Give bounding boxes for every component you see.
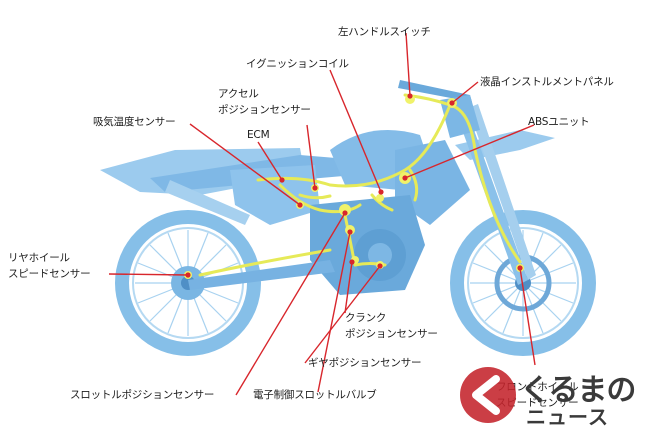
label-crank-position-sensor-line1: クランク (345, 312, 387, 324)
logo-emblem-icon (460, 367, 516, 423)
label-electronic-throttle-valve: 電子制御スロットルバルブ (253, 389, 377, 401)
label-front-wheel-speed-sensor-line1: フロントホイール (496, 381, 579, 393)
radiator-shroud (395, 140, 470, 225)
label-ecm: ECM (247, 129, 270, 141)
logo-text-sub: ニュース (526, 405, 609, 429)
label-rear-wheel-speed-sensor-line2: スピードセンサー (8, 268, 91, 280)
leader-dots (185, 93, 523, 278)
label-rear-wheel-speed-sensor-line1: リヤホイール (8, 252, 70, 264)
label-accel-position-sensor-line2: ポジションセンサー (218, 104, 311, 116)
handlebar (398, 80, 472, 102)
kurumanonews-logo: くるまの ニュース (456, 359, 646, 431)
leader-lines (108, 32, 536, 396)
exhaust (165, 180, 250, 225)
logo-text-main: くるまの (520, 373, 636, 408)
label-accel-position-sensor-line1: アクセル (218, 88, 259, 100)
label-front-wheel-speed-sensor-line2: スピードセンサー (496, 397, 579, 409)
label-gear-position-sensor: ギヤポジションセンサー (308, 357, 422, 369)
front-wheel (450, 210, 596, 356)
label-lcd-instrument-panel: 液晶インストルメントパネル (480, 76, 614, 88)
label-left-handle-switch: 左ハンドルスイッチ (338, 26, 431, 38)
label-crank-position-sensor-line2: ポジションセンサー (345, 328, 438, 340)
label-throttle-position-sensor: スロットルポジションセンサー (70, 389, 215, 401)
label-intake-air-temp-sensor: 吸気温度センサー (93, 116, 176, 128)
label-ignition-coil: イグニッションコイル (246, 58, 349, 70)
label-abs-unit: ABSユニット (528, 116, 590, 128)
swingarm (188, 260, 335, 290)
